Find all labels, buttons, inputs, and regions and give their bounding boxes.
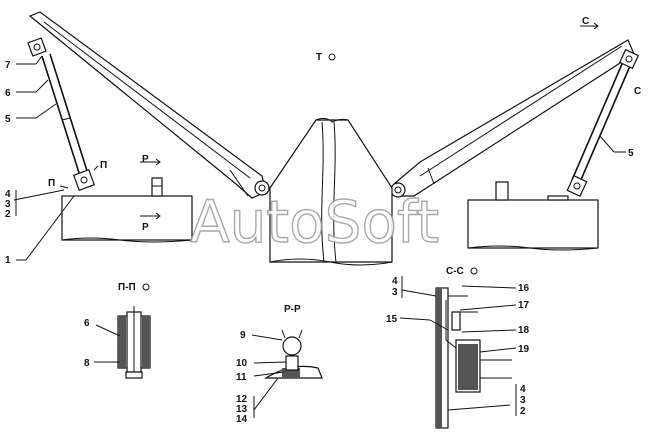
pp-callout-6: 6 — [84, 318, 90, 329]
watermark-text: AutoSoft — [190, 188, 439, 256]
mark-p-upper: П — [100, 160, 107, 171]
left-base-block — [61, 177, 193, 243]
mark-c-top: С — [582, 16, 589, 27]
rr-callout-9: 9 — [240, 330, 246, 341]
view-title-t: Т — [316, 52, 322, 63]
section-rr-drawing — [251, 329, 323, 418]
rr-callouts: 9 10 11 12 13 14 — [236, 330, 248, 425]
mark-r-bottom: Р — [142, 222, 149, 233]
section-pp-drawing — [94, 306, 151, 379]
callout-2-left: 2 — [5, 209, 11, 220]
mark-c-side: С — [634, 86, 641, 97]
callout-5-right: 5 — [628, 148, 634, 159]
view-titles: Т П-П Р-Р С-С — [118, 52, 478, 315]
rr-callout-10: 10 — [236, 358, 248, 369]
rr-callout-11: 11 — [236, 372, 247, 383]
center-post — [269, 117, 393, 266]
view-title-cc: С-С — [446, 266, 464, 277]
callout-7: 7 — [5, 60, 11, 71]
cc-callout-15: 15 — [386, 314, 398, 325]
left-strut — [27, 37, 96, 192]
section-letters: С С П П Р Р — [48, 16, 641, 233]
right-wing — [390, 39, 635, 198]
view-title-pp: П-П — [118, 282, 136, 293]
section-cc-drawing — [399, 276, 517, 429]
left-wing — [28, 11, 270, 199]
rr-callout-13: 13 — [236, 404, 248, 415]
callout-5-left: 5 — [5, 114, 11, 125]
cc-callout-2-bot: 2 — [520, 406, 526, 417]
cc-callouts: 4 3 16 17 15 18 19 4 3 2 — [386, 276, 530, 417]
cc-callout-19: 19 — [518, 344, 530, 355]
section-marks — [59, 22, 599, 220]
callout-3-left: 3 — [5, 199, 11, 210]
cc-callout-4-bot: 4 — [520, 384, 526, 395]
rr-callout-12: 12 — [236, 394, 248, 405]
cc-callout-3-top: 3 — [392, 287, 398, 298]
callout-6: 6 — [5, 88, 11, 99]
callout-4-left: 4 — [5, 189, 11, 200]
cc-callout-18: 18 — [518, 325, 530, 336]
right-base-block — [467, 181, 599, 251]
cc-callout-3-bot: 3 — [520, 395, 526, 406]
cc-callout-16: 16 — [518, 283, 530, 294]
pp-callout-8: 8 — [84, 358, 90, 369]
rr-callout-14: 14 — [236, 414, 248, 425]
mark-r-top: Р — [142, 154, 149, 165]
mark-p-lower: П — [48, 178, 55, 189]
right-strut — [566, 48, 640, 198]
pp-callouts: 6 8 — [84, 318, 90, 369]
cc-callout-4-top: 4 — [392, 276, 398, 287]
view-title-rr: Р-Р — [284, 304, 301, 315]
cc-callout-17: 17 — [518, 300, 530, 311]
main-callouts: 7 6 5 4 3 2 1 5 — [5, 60, 634, 266]
main-leaders — [13, 55, 626, 261]
callout-1: 1 — [5, 255, 11, 266]
